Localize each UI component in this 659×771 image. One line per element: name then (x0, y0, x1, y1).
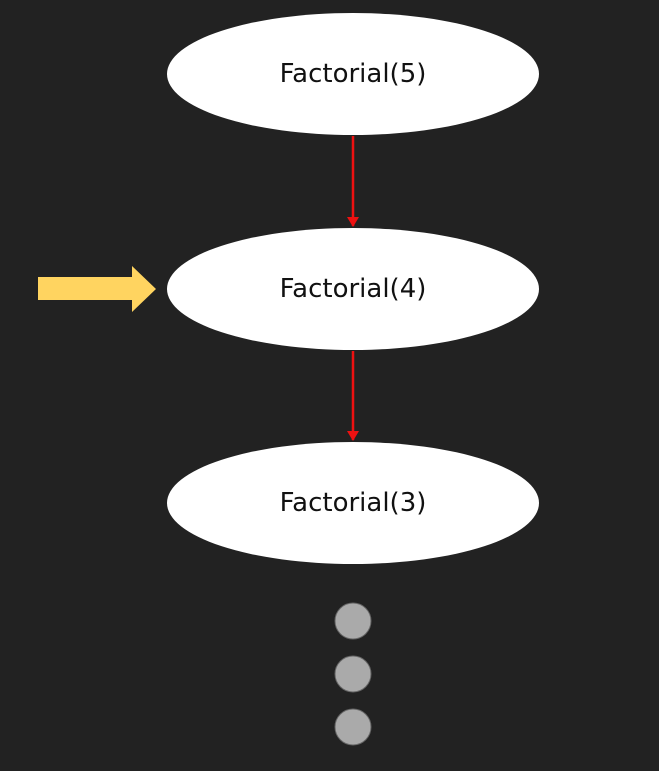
continuation-ellipsis (334, 602, 372, 746)
node-label: Factorial(4) (280, 274, 427, 304)
continuation-dot (334, 655, 372, 693)
node-factorial-4[interactable]: Factorial(4) (167, 228, 539, 350)
continuation-dot (334, 708, 372, 746)
node-factorial-3[interactable]: Factorial(3) (167, 442, 539, 564)
node-factorial-5[interactable]: Factorial(5) (167, 13, 539, 135)
continuation-dot (334, 602, 372, 640)
node-label: Factorial(3) (280, 488, 427, 518)
node-label: Factorial(5) (280, 59, 427, 89)
current-call-pointer-arrow-icon (38, 266, 156, 312)
